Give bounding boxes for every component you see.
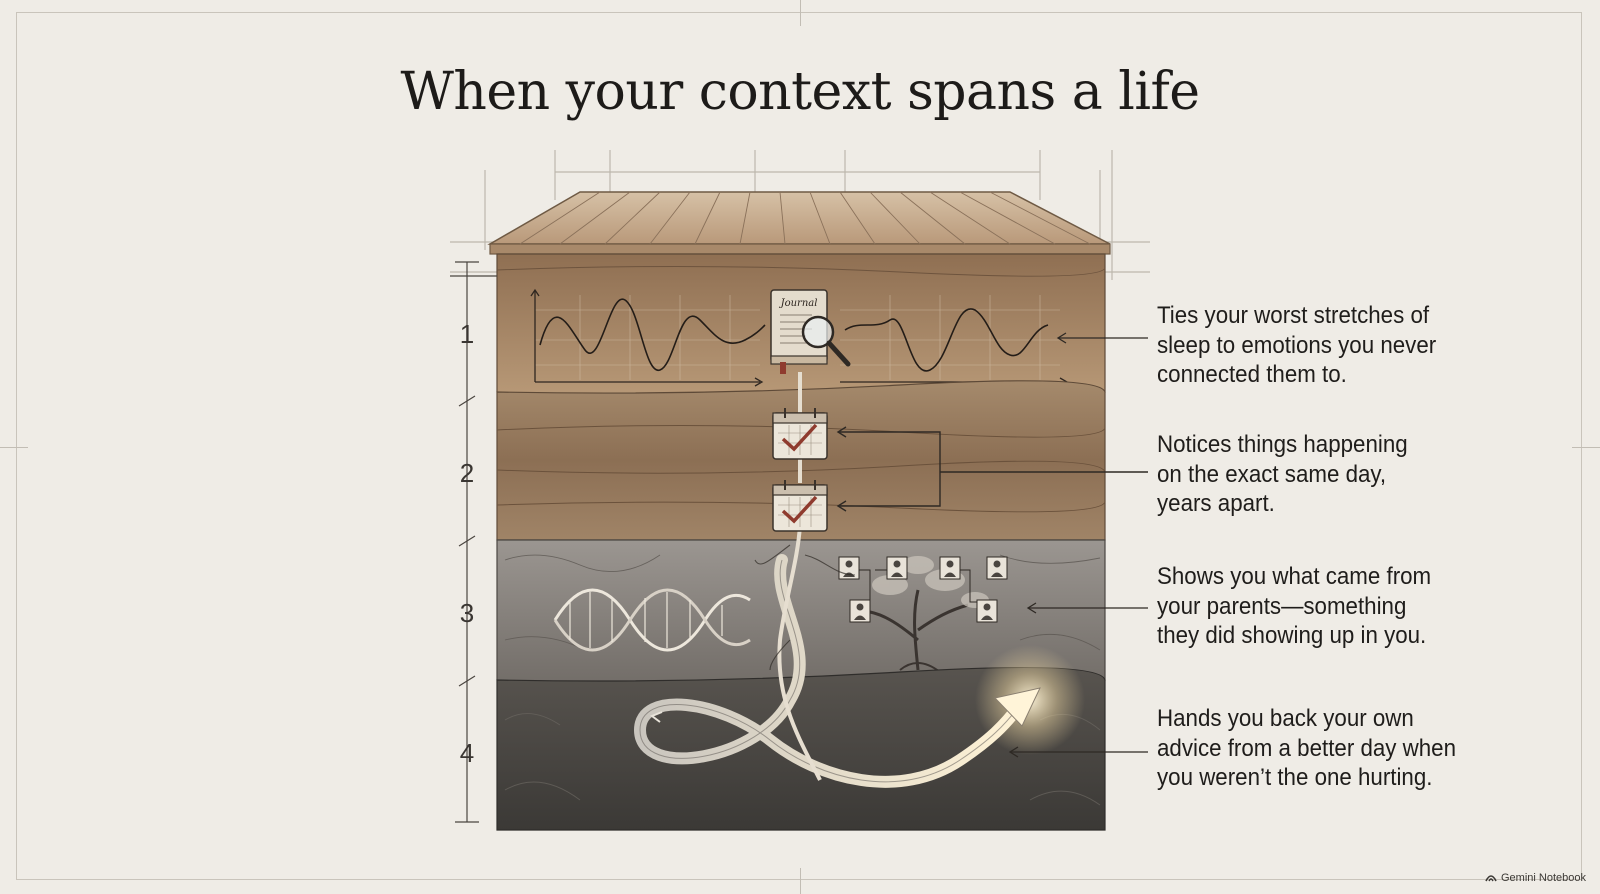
layer-number-1: 1 (459, 319, 475, 349)
layer-4-description: Hands you back your own advice from a be… (1157, 704, 1492, 793)
wooden-floor (487, 191, 1111, 255)
brand-name: Gemini Notebook (1501, 872, 1586, 884)
brand-watermark: Gemini Notebook (1485, 872, 1586, 884)
right-center-tick (1572, 447, 1600, 448)
page-title: When your context spans a life (400, 62, 1200, 122)
layer-1-description: Ties your worst stretches of sleep to em… (1157, 301, 1492, 390)
layer-number-3: 3 (459, 598, 475, 628)
desc-line: your parents—something (1157, 592, 1407, 620)
root-lines (754, 544, 856, 671)
desc-line: connected them to. (1157, 361, 1347, 388)
desc-line: Hands you back your own (1157, 705, 1414, 732)
left-center-tick (0, 447, 28, 448)
desc-line: sleep to emotions you never (1157, 331, 1437, 359)
calendar-check-icon (772, 408, 828, 460)
top-center-tick (800, 0, 801, 26)
desc-line: they did showing up in you. (1157, 622, 1427, 649)
layer-number-4: 4 (459, 738, 475, 768)
calendar-check-icon-2 (772, 480, 828, 532)
desc-line: on the exact same day, (1157, 460, 1387, 488)
desc-line: advice from a better day when (1157, 734, 1457, 762)
brand-logo-icon (1485, 875, 1497, 882)
desc-line: years apart. (1157, 490, 1275, 517)
desc-line: you weren’t the one hurting. (1157, 764, 1433, 791)
layer-number-2: 2 (459, 458, 475, 488)
desc-line: Ties your worst stretches of (1157, 302, 1430, 329)
desc-line: Shows you what came from (1157, 563, 1432, 590)
bottom-center-tick (800, 868, 801, 894)
layer-4-bedrock (496, 554, 1148, 831)
depth-scale (450, 261, 497, 823)
layer-3-description: Shows you what came from your parents—so… (1157, 562, 1492, 651)
layer-2-description: Notices things happening on the exact sa… (1157, 430, 1492, 519)
dna-helix-icon (553, 588, 751, 652)
journal-label: Journal (779, 298, 818, 309)
desc-line: Notices things happening (1157, 431, 1408, 458)
slide-frame (16, 12, 1582, 880)
journal-magnifier-icon: Journal (770, 289, 851, 374)
